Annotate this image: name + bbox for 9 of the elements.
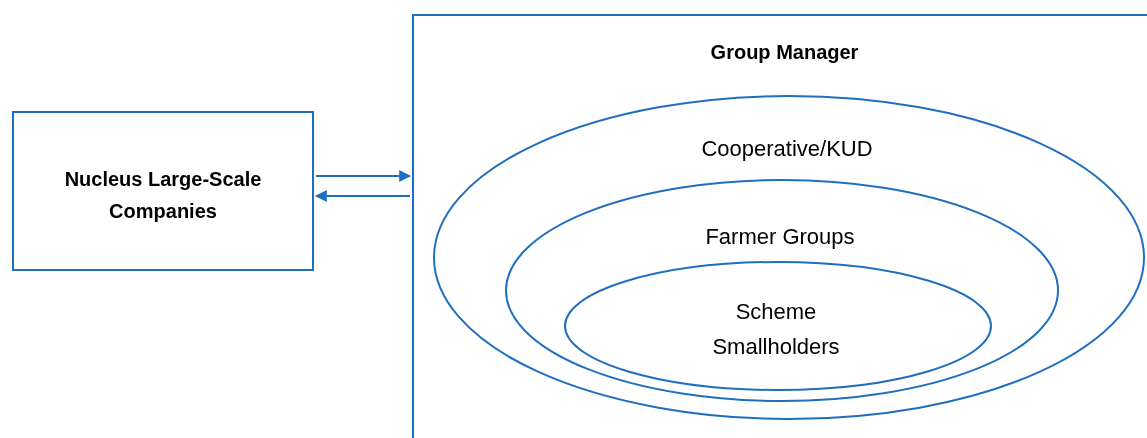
group-box: [412, 14, 1147, 438]
node-label: Nucleus Large-Scale Companies: [63, 167, 263, 224]
process-box: [12, 111, 314, 271]
node-label: Group Manager: [709, 40, 860, 65]
node-label: Cooperative/KUD: [700, 135, 874, 163]
arrow: [315, 170, 412, 182]
node-label: Farmer Groups: [704, 223, 856, 251]
node-label: Scheme Smallholders: [711, 298, 841, 362]
arrow: [314, 190, 411, 202]
